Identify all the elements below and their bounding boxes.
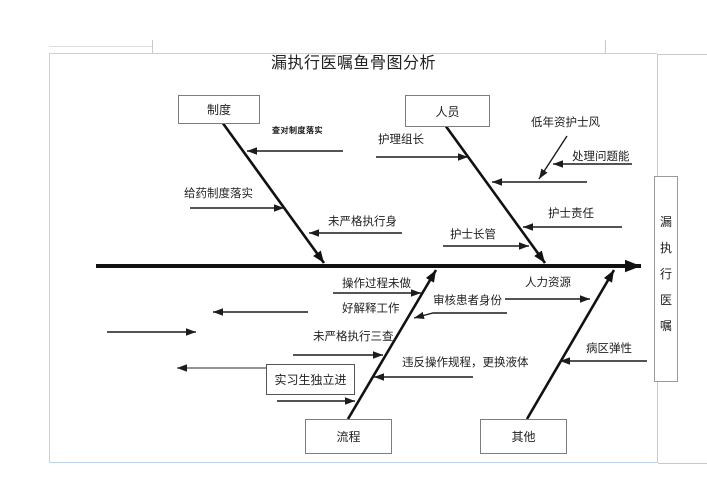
cause-label-weishen: 未严格执行身 (328, 216, 397, 228)
effect-label: 漏执行医嘱 (659, 215, 672, 333)
cause-label-caozuo: 操作过程未做 (342, 278, 411, 290)
cause-label-bingqu: 病区弹性 (586, 343, 632, 355)
cause-label-dinianzi: 低年资护士风 (531, 117, 600, 129)
page-margin-top-right (657, 54, 707, 55)
branch-line-qita (525, 269, 616, 420)
cause-label-shenhe: 审核患者身份 (433, 295, 502, 307)
category-box-renyuan: 人员 (405, 95, 490, 127)
category-label-liucheng: 流程 (336, 430, 361, 444)
effect-box: 漏执行医嘱 (654, 176, 678, 382)
bone-arrow-shenhe (413, 311, 507, 320)
diagram-title: 漏执行医嘱鱼骨图分析 (270, 55, 436, 72)
cause-label-hushizhangguan: 护士长管 (450, 229, 496, 241)
category-label-qita: 其他 (511, 430, 536, 444)
cause-box-shixisheng: 实习生独立进 (266, 364, 355, 395)
cause-label-haojieshi: 好解释工作 (342, 303, 400, 315)
cause-label-renli: 人力资源 (525, 277, 571, 289)
page-frame-notch-right (605, 40, 606, 54)
branch-line-liucheng (346, 269, 438, 420)
canvas-border-top (49, 53, 657, 54)
category-box-liucheng: 流程 (305, 419, 392, 454)
cause-label-chuli: 处理问题能 (572, 151, 630, 163)
branch-line-renyuan (443, 124, 547, 264)
canvas-border-bottom (49, 462, 658, 463)
cause-label-shixisheng: 实习生独立进 (274, 373, 347, 387)
canvas-border-left (49, 53, 50, 463)
cause-label-hushizeren: 护士责任 (548, 208, 594, 220)
branch-line-zhidu (220, 121, 326, 264)
bone-arrow-dinianzi-diagonal (538, 135, 568, 180)
category-box-zhidu: 制度 (178, 95, 260, 124)
cause-label-weifan: 违反操作规程，更换液体 (402, 357, 529, 369)
page-margin-bottom-right (658, 463, 707, 464)
cause-label-chadui: 查对制度落实 (272, 126, 323, 135)
cause-label-hulizuzhang: 护理组长 (378, 134, 424, 146)
cause-label-geiyao: 给药制度落实 (184, 188, 253, 200)
category-label-zhidu: 制度 (206, 103, 231, 117)
page-frame-notch-left (152, 40, 153, 53)
category-box-qita: 其他 (480, 419, 567, 454)
category-label-renyuan: 人员 (435, 104, 460, 119)
cause-label-weisancha: 未严格执行三查 (313, 331, 394, 343)
page-frame-notch-top (49, 46, 152, 47)
